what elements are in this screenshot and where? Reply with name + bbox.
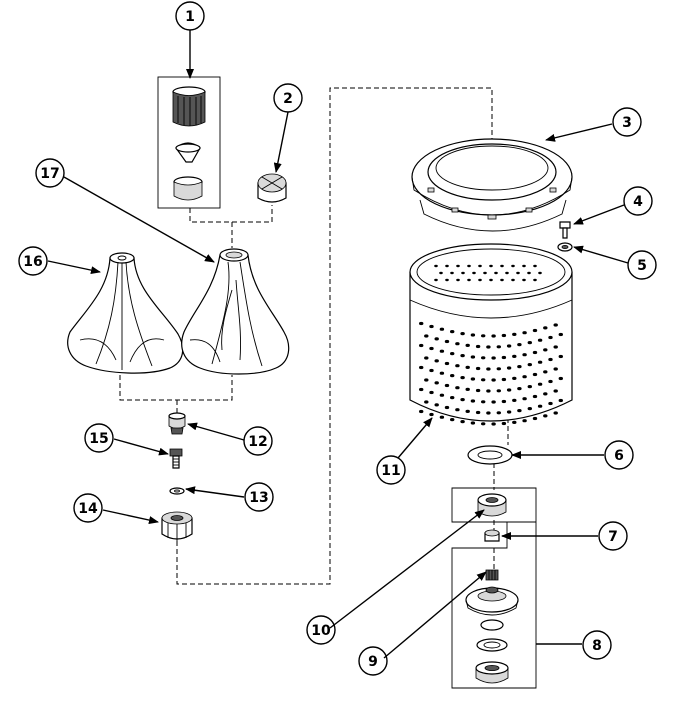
part-14-drive-bell — [161, 511, 193, 541]
basket-perforations — [419, 264, 563, 426]
callout-9-label: 9 — [368, 654, 378, 670]
part-15-bolt — [169, 448, 183, 469]
callout-15: 15 — [84, 423, 114, 453]
callout-2: 2 — [273, 83, 303, 113]
callout-10-label: 10 — [311, 623, 331, 639]
callout-5: 5 — [627, 250, 657, 280]
callout-10: 10 — [306, 615, 336, 645]
callout-7: 7 — [598, 521, 628, 551]
part-11-spin-basket — [409, 243, 573, 426]
callout-4-label: 4 — [633, 194, 643, 210]
callout-1-label: 1 — [185, 9, 195, 25]
callout-13-label: 13 — [249, 490, 268, 506]
part-10-hub — [477, 493, 507, 517]
part-1-filter-assembly — [172, 86, 206, 201]
part-2-agitator-cap — [257, 173, 287, 203]
part-7-nut — [484, 529, 500, 542]
callout-1: 1 — [175, 1, 205, 31]
part-17-agitator — [181, 248, 290, 375]
callout-14: 14 — [73, 493, 103, 523]
callout-14-label: 14 — [78, 501, 98, 517]
callout-8: 8 — [582, 630, 612, 660]
part-6-gasket — [467, 445, 513, 465]
callout-6: 6 — [604, 440, 634, 470]
callout-17-label: 17 — [40, 166, 59, 182]
callout-2-label: 2 — [283, 91, 293, 107]
callout-8-label: 8 — [592, 638, 602, 654]
callout-3-label: 3 — [622, 115, 632, 131]
callout-3: 3 — [612, 107, 642, 137]
callout-4: 4 — [623, 186, 653, 216]
callout-5-label: 5 — [637, 258, 647, 274]
callout-12: 12 — [243, 426, 273, 456]
part-12-coupling — [168, 412, 186, 435]
callout-15-label: 15 — [89, 431, 108, 447]
callout-6-label: 6 — [614, 448, 624, 464]
callout-7-label: 7 — [608, 529, 618, 545]
part-16-agitator — [67, 252, 184, 374]
callout-11: 11 — [376, 455, 406, 485]
part-4-screw — [559, 221, 571, 239]
leader-lines — [47, 30, 629, 659]
callout-12-label: 12 — [248, 434, 267, 450]
part-10-group-box — [451, 487, 537, 689]
callout-9: 9 — [358, 646, 388, 676]
callout-13: 13 — [244, 482, 274, 512]
part-8-seal-stack — [465, 586, 519, 684]
part-3-tub-ring — [411, 138, 573, 232]
part-13-washer — [169, 487, 185, 495]
callout-17: 17 — [35, 158, 65, 188]
part-5-washer — [557, 242, 573, 252]
callout-16: 16 — [18, 246, 48, 276]
callout-16-label: 16 — [23, 254, 42, 270]
callout-11-label: 11 — [381, 463, 400, 479]
part-9-spline — [485, 569, 499, 581]
